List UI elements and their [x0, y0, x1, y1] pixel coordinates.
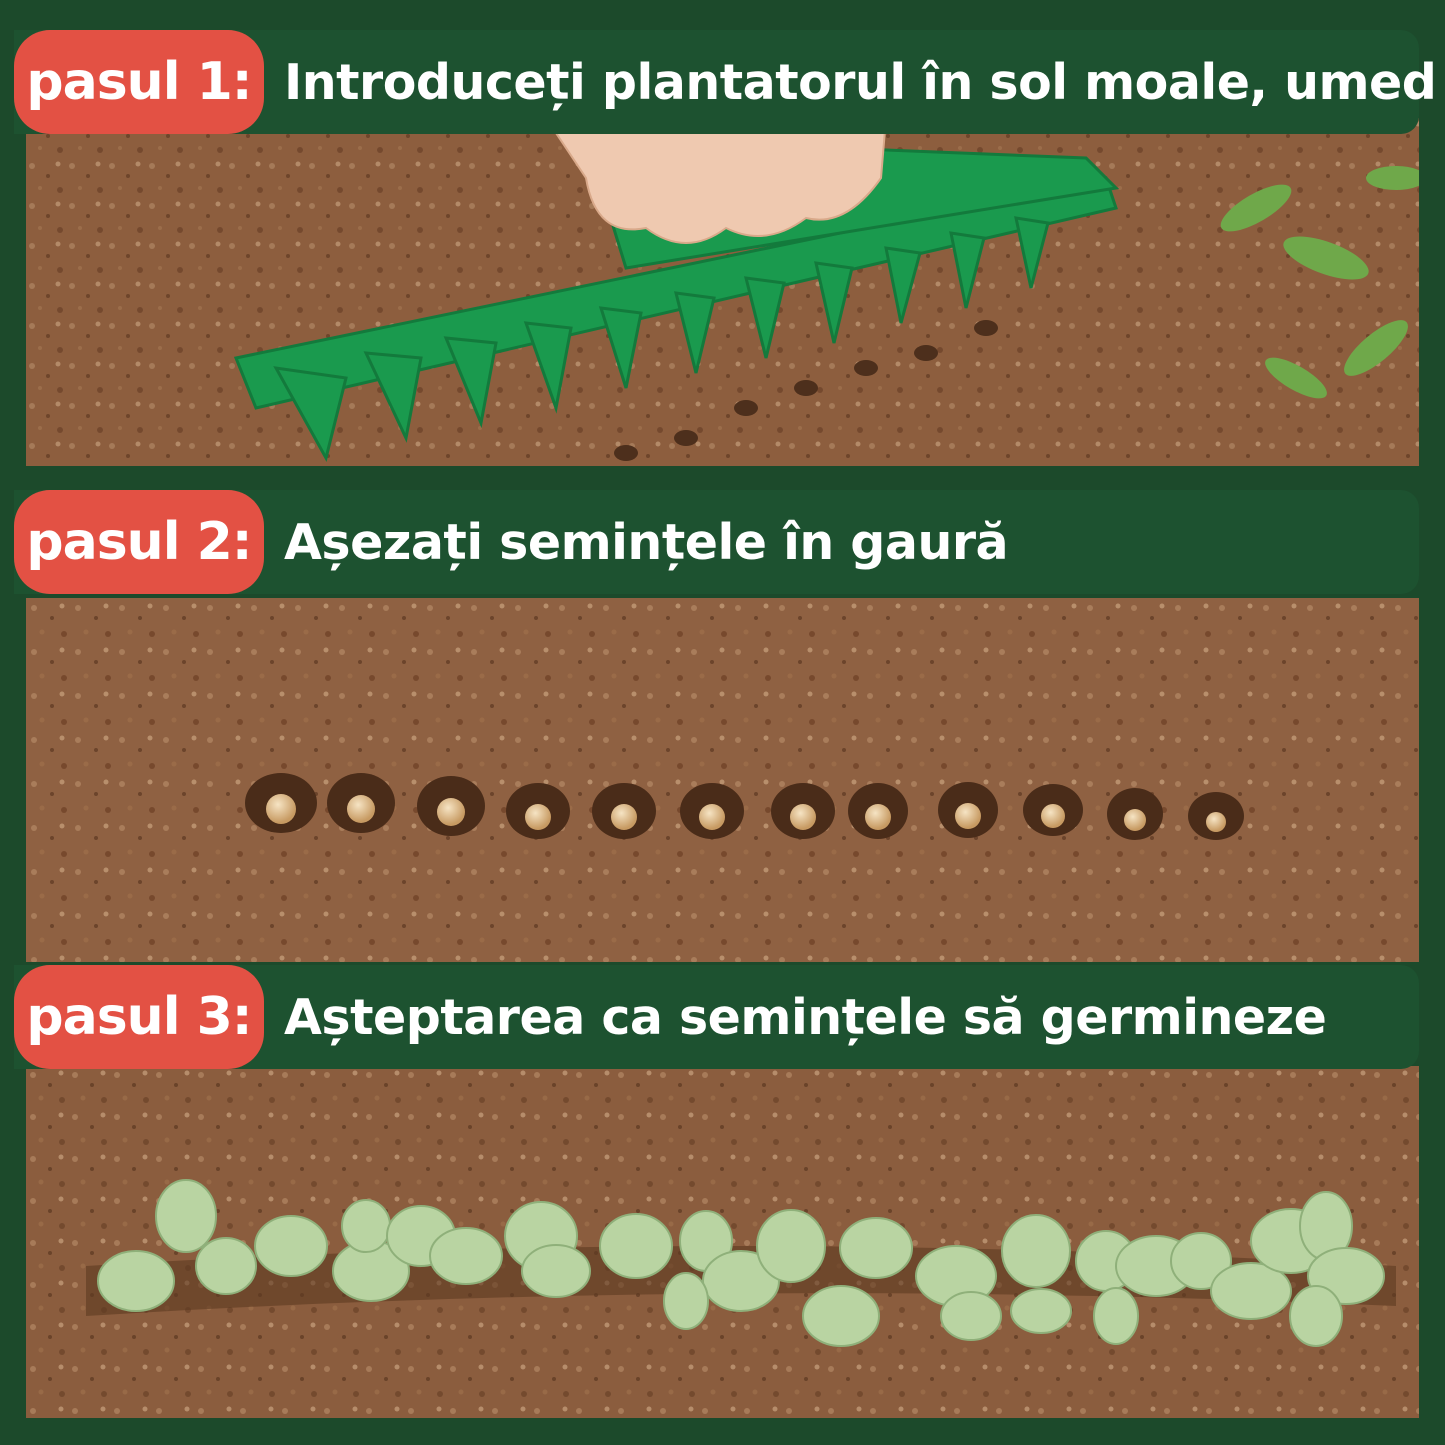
step-1-badge: pasul 1: — [14, 30, 264, 134]
step-3-photo — [26, 1066, 1419, 1418]
planter-in-soil-illustration — [26, 118, 1419, 466]
step-2-badge: pasul 2: — [14, 490, 264, 594]
seed-holes — [245, 773, 1244, 840]
step-2-photo — [26, 598, 1419, 962]
step-1-banner: pasul 1: Introduceți plantatorul în sol … — [14, 30, 1437, 134]
step-2-banner: pasul 2: Așezați semințele în gaură — [14, 490, 1419, 594]
seedlings-illustration — [26, 1066, 1419, 1418]
step-1-photo — [26, 118, 1419, 466]
step-3-caption: Așteptarea ca semințele să germineze — [284, 988, 1327, 1046]
step-3-badge: pasul 3: — [14, 965, 264, 1069]
seedlings — [97, 1179, 1385, 1347]
step-2-caption: Așezați semințele în gaură — [284, 513, 1009, 571]
step-3-banner: pasul 3: Așteptarea ca semințele să germ… — [14, 965, 1419, 1069]
step-1-caption: Introduceți plantatorul în sol moale, um… — [284, 53, 1437, 111]
weeds — [1220, 166, 1419, 399]
seeds-in-holes-illustration — [26, 598, 1419, 962]
hand — [544, 118, 888, 244]
